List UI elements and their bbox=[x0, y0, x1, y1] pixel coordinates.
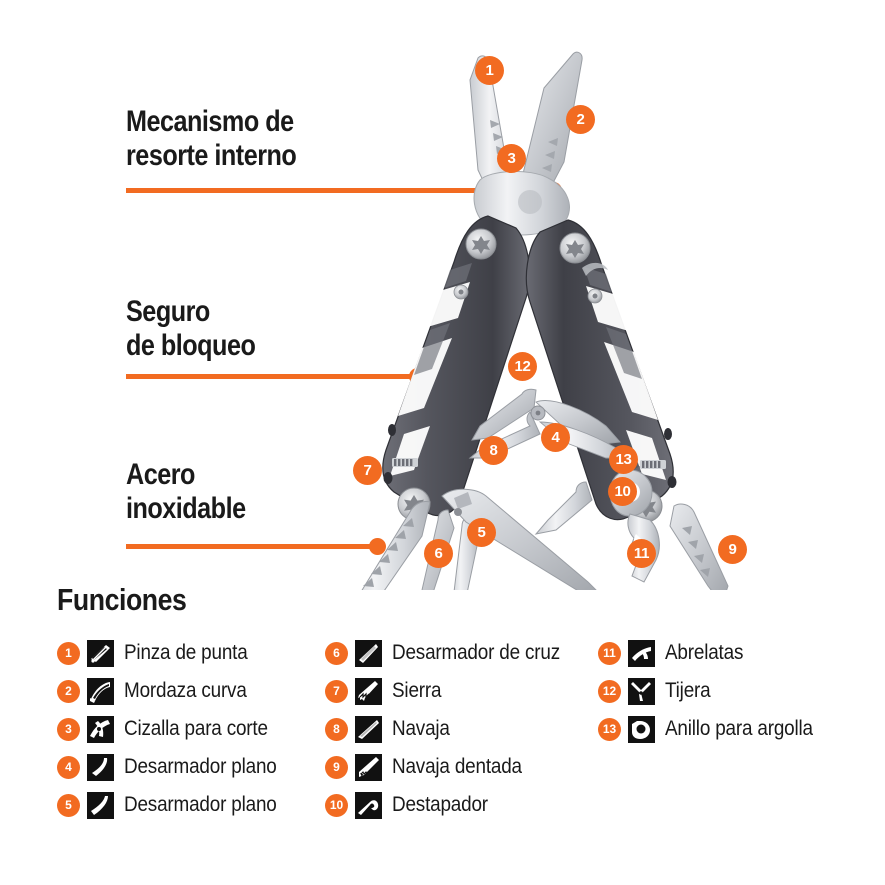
list-item: 3 Cizalla para corte bbox=[57, 710, 327, 748]
saw-icon bbox=[355, 677, 382, 705]
list-item: 12 Tijera bbox=[598, 672, 878, 710]
legend-label: Anillo para argolla bbox=[665, 717, 813, 740]
legend-label: Tijera bbox=[665, 679, 711, 702]
funciones-heading: Funciones bbox=[57, 582, 187, 617]
flat-screwdriver-icon bbox=[87, 791, 114, 819]
legend-label: Mordaza curva bbox=[124, 679, 247, 702]
photo-badge-3: 3 bbox=[497, 144, 526, 173]
product-illustration bbox=[361, 51, 729, 590]
legend-label: Pinza de punta bbox=[124, 641, 248, 664]
flat-screwdriver-icon bbox=[87, 753, 114, 781]
legend-label: Cizalla para corte bbox=[124, 717, 268, 740]
list-item: 9 Navaja dentada bbox=[325, 748, 600, 786]
legend-number: 12 bbox=[598, 679, 621, 703]
funciones-column-3: 11 Abrelatas 12 Tijera 13 Anillo para ar… bbox=[598, 634, 878, 748]
leader-line-seguro bbox=[126, 374, 418, 379]
photo-badge-1: 1 bbox=[475, 56, 504, 85]
legend-number: 4 bbox=[57, 755, 80, 779]
list-item: 13 Anillo para argolla bbox=[598, 710, 878, 748]
legend-label: Destapador bbox=[392, 793, 488, 816]
list-item: 8 Navaja bbox=[325, 710, 600, 748]
serrated-knife-icon bbox=[355, 753, 382, 781]
legend-number: 8 bbox=[325, 717, 348, 741]
knife-icon bbox=[355, 715, 382, 743]
right-handle bbox=[525, 219, 677, 523]
list-item: 2 Mordaza curva bbox=[57, 672, 327, 710]
photo-badge-13: 13 bbox=[609, 445, 638, 474]
legend-number: 6 bbox=[325, 641, 348, 665]
annotation-seguro-text: Seguro de bloqueo bbox=[126, 295, 256, 362]
legend-number: 5 bbox=[57, 793, 80, 817]
list-item: 5 Desarmador plano bbox=[57, 786, 327, 824]
legend-number: 13 bbox=[598, 717, 621, 741]
legend-number: 1 bbox=[57, 641, 80, 665]
legend-number: 9 bbox=[325, 755, 348, 779]
list-item: 10 Destapador bbox=[325, 786, 600, 824]
leader-line-acero bbox=[126, 544, 378, 549]
list-item: 1 Pinza de punta bbox=[57, 634, 327, 672]
leader-dot-acero bbox=[369, 538, 386, 555]
left-handle bbox=[382, 215, 531, 521]
list-item: 6 Desarmador de cruz bbox=[325, 634, 600, 672]
funciones-column-2: 6 Desarmador de cruz 7 Sierra 8 Navaja 9 bbox=[325, 634, 600, 824]
needle-nose-pliers-icon bbox=[87, 639, 114, 667]
legend-number: 3 bbox=[57, 717, 80, 741]
photo-badge-12: 12 bbox=[508, 352, 537, 381]
funciones-column-1: 1 Pinza de punta 2 Mordaza curva 3 Cizal… bbox=[57, 634, 327, 824]
legend-number: 11 bbox=[598, 641, 621, 665]
list-item: 7 Sierra bbox=[325, 672, 600, 710]
photo-badge-2: 2 bbox=[566, 105, 595, 134]
legend-label: Abrelatas bbox=[665, 641, 744, 664]
legend-label: Navaja bbox=[392, 717, 450, 740]
list-item: 11 Abrelatas bbox=[598, 634, 878, 672]
scissors-icon bbox=[628, 677, 655, 705]
photo-badge-7: 7 bbox=[353, 456, 382, 485]
legend-number: 2 bbox=[57, 679, 80, 703]
photo-badge-4: 4 bbox=[541, 423, 570, 452]
legend-number: 7 bbox=[325, 679, 348, 703]
annotation-mecanismo-text: Mecanismo de resorte interno bbox=[126, 105, 297, 172]
legend-label: Sierra bbox=[392, 679, 442, 702]
annotation-seguro: Seguro de bloqueo bbox=[126, 295, 280, 363]
photo-badge-9: 9 bbox=[718, 535, 747, 564]
lanyard-ring-icon bbox=[628, 715, 655, 743]
right-tool-cluster bbox=[534, 469, 729, 590]
list-item: 4 Desarmador plano bbox=[57, 748, 327, 786]
phillips-screwdriver-icon bbox=[355, 639, 382, 667]
can-opener-icon bbox=[628, 639, 655, 667]
photo-badge-6: 6 bbox=[424, 539, 453, 568]
annotation-acero-text: Acero inoxidable bbox=[126, 458, 246, 525]
bottle-opener-icon bbox=[355, 791, 382, 819]
wire-cutter-icon bbox=[87, 715, 114, 743]
annotation-acero: Acero inoxidable bbox=[126, 458, 268, 526]
legend-number: 10 bbox=[325, 793, 348, 817]
photo-badge-5: 5 bbox=[467, 518, 496, 547]
legend-label: Navaja dentada bbox=[392, 755, 522, 778]
legend-label: Desarmador de cruz bbox=[392, 641, 560, 664]
photo-badge-10: 10 bbox=[608, 477, 637, 506]
photo-badge-11: 11 bbox=[627, 539, 656, 568]
curved-jaw-icon bbox=[87, 677, 114, 705]
annotation-mecanismo: Mecanismo de resorte interno bbox=[126, 105, 329, 173]
legend-label: Desarmador plano bbox=[124, 793, 277, 816]
leader-line-mecanismo bbox=[126, 188, 554, 193]
legend-label: Desarmador plano bbox=[124, 755, 277, 778]
photo-badge-8: 8 bbox=[479, 436, 508, 465]
